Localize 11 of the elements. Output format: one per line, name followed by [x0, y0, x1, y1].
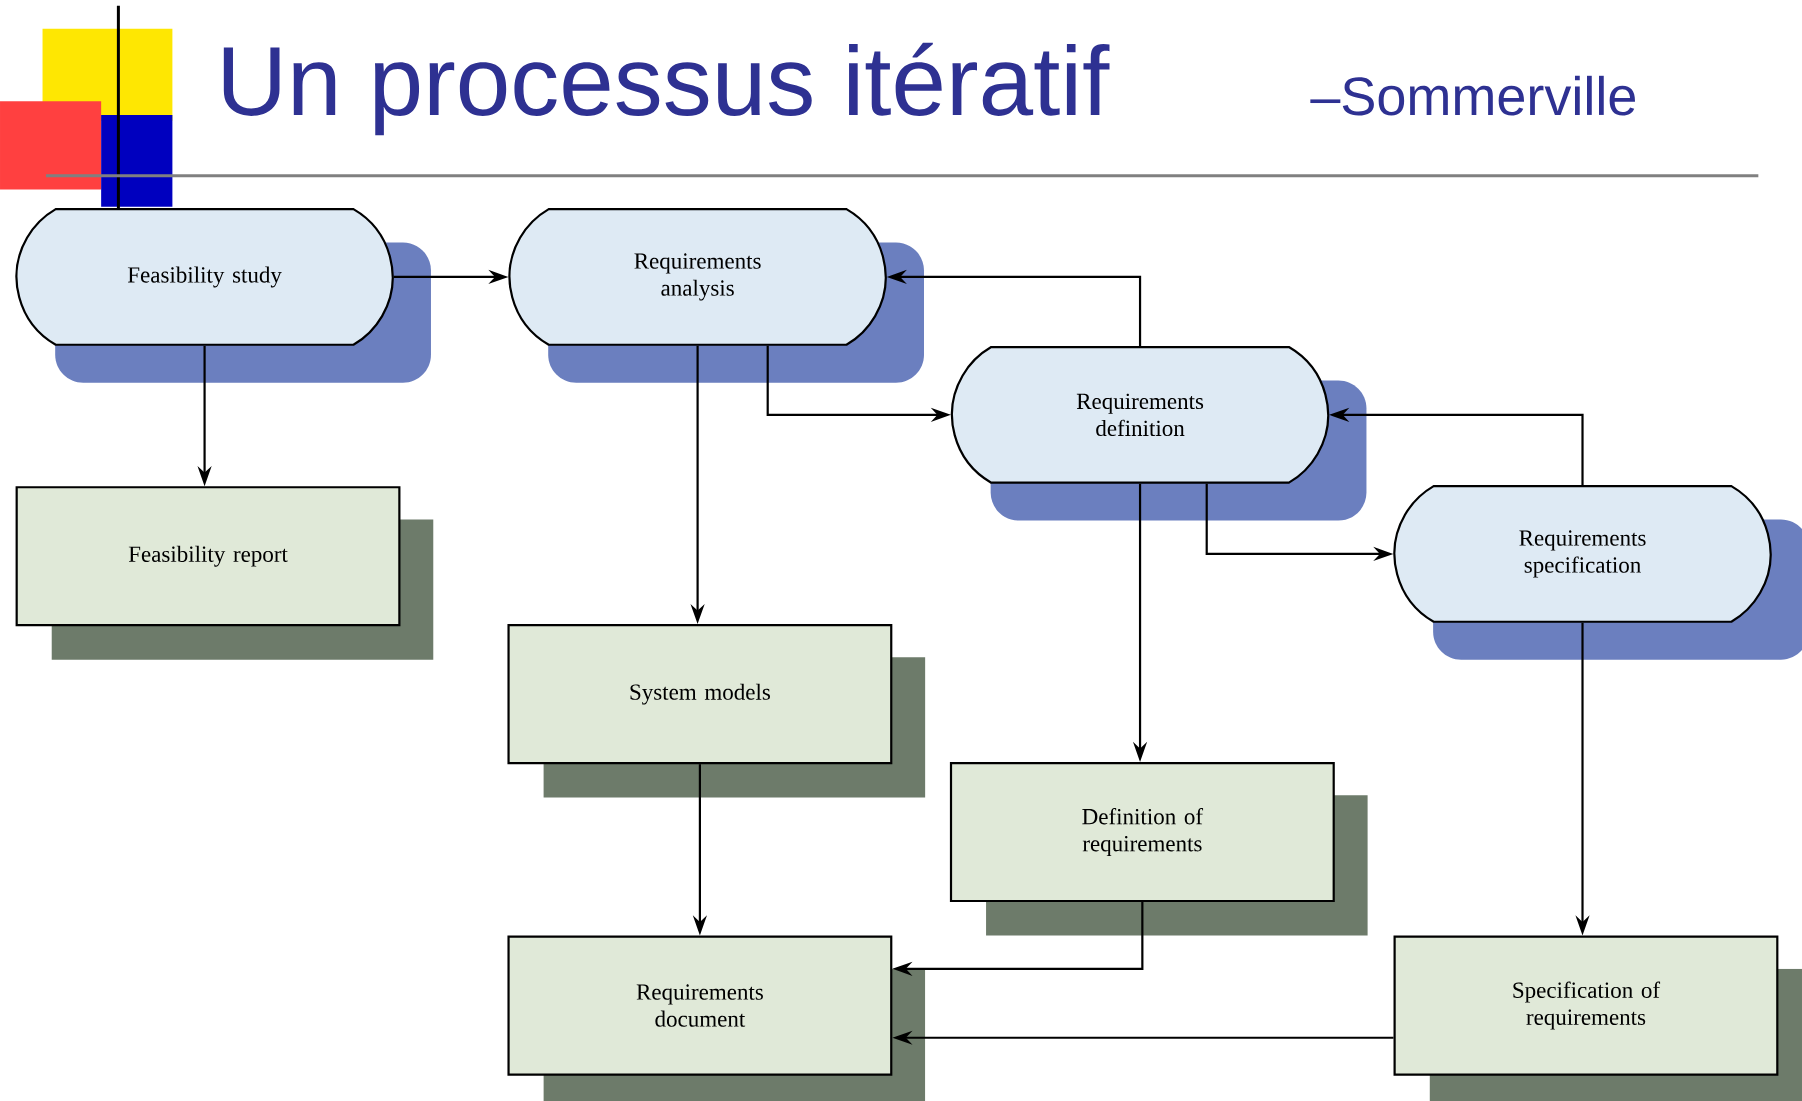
- document-box: System models: [507, 624, 893, 765]
- author-name: –Sommerville: [1310, 75, 1635, 116]
- document-box: Definition of requirements: [949, 762, 1335, 903]
- activity-box: Requirements definition: [950, 345, 1330, 484]
- document-box: Specification of requirements: [1393, 935, 1779, 1076]
- activity-box: Requirements analysis: [508, 208, 887, 346]
- activity-box: Feasibility study: [15, 208, 394, 346]
- document-box: Requirements document: [507, 935, 893, 1076]
- title: Un processus itératif: [223, 42, 1110, 136]
- activity-box: Requirements specification: [1393, 485, 1772, 623]
- document-box: Feasibility report: [15, 486, 401, 627]
